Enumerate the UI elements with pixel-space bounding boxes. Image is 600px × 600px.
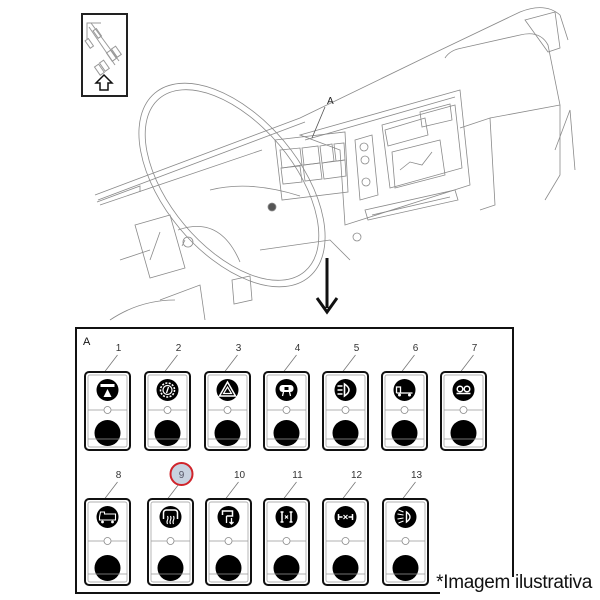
switch-number-label: 10 <box>234 470 246 481</box>
push-button[interactable] <box>215 555 242 581</box>
leader-line <box>104 354 118 373</box>
switch-12[interactable]: 12 <box>322 470 369 586</box>
switch-number-label: 3 <box>236 343 242 354</box>
switch-9[interactable]: 9 <box>147 462 194 586</box>
leader-line <box>402 481 416 500</box>
leader-line <box>164 354 178 373</box>
callout-letter: A <box>327 96 334 107</box>
switch-number-label: 8 <box>116 470 122 481</box>
rear-window-defrost-icon <box>159 506 182 528</box>
brake-system-icon <box>156 379 179 401</box>
push-button[interactable] <box>391 420 418 446</box>
indicator-led <box>341 406 350 414</box>
indicator-led <box>223 406 232 414</box>
axle-lock-icon <box>275 506 298 528</box>
switch-4[interactable]: 4 <box>263 343 310 451</box>
switch-number-label: 7 <box>472 343 478 354</box>
leader-line <box>460 354 474 373</box>
switch-number-label: 9 <box>179 470 185 481</box>
leader-line <box>342 481 356 500</box>
switch-number-label: 4 <box>295 343 301 354</box>
dashboard-illustration: A <box>94 7 576 321</box>
switch-number-label: 5 <box>354 343 360 354</box>
leader-line <box>401 354 415 373</box>
push-button[interactable] <box>157 555 184 581</box>
indicator-led <box>401 537 410 545</box>
leader-line <box>283 354 297 373</box>
indicator-led <box>103 406 112 414</box>
headlight-icon <box>334 379 357 401</box>
inter-axle-lock-icon <box>334 506 357 528</box>
leader-line <box>283 481 297 500</box>
indicator-led <box>400 406 409 414</box>
panel-label: A <box>83 336 91 348</box>
push-button[interactable] <box>94 555 121 581</box>
switch-5[interactable]: 5 <box>322 343 369 451</box>
indicator-led <box>459 406 468 414</box>
tachograph-icon <box>452 379 475 401</box>
push-button[interactable] <box>154 420 181 446</box>
orientation-inset <box>81 13 128 97</box>
highlight-circle <box>169 462 194 486</box>
truck-load-icon <box>96 506 119 528</box>
push-button[interactable] <box>94 420 121 446</box>
leader-line <box>342 354 356 373</box>
cab-tilt-warning-icon <box>96 379 119 401</box>
switch-number-label: 2 <box>176 343 182 354</box>
switch-3[interactable]: 3 <box>204 343 251 451</box>
work-light-icon <box>394 506 417 528</box>
switch-7[interactable]: 7 <box>440 343 487 451</box>
up-arrow-icon <box>94 73 114 91</box>
leader-line <box>225 481 239 500</box>
switch-6[interactable]: 6 <box>381 343 428 451</box>
switch-number-label: 1 <box>116 343 122 354</box>
indicator-led <box>163 406 172 414</box>
indicator-led <box>224 537 233 545</box>
switch-13[interactable]: 13 <box>382 470 429 586</box>
switch-2[interactable]: 2 <box>144 343 191 451</box>
leader-line <box>224 354 238 373</box>
switch-number-label: 6 <box>413 343 419 354</box>
power-takeoff-icon <box>217 506 240 528</box>
trailer-tow-icon <box>393 379 416 401</box>
hazard-warning-icon <box>216 379 239 401</box>
switch-11[interactable]: 11 <box>263 470 310 586</box>
switch-8[interactable]: 8 <box>84 470 131 586</box>
indicator-led <box>282 537 291 545</box>
push-button[interactable] <box>273 555 300 581</box>
vehicle-orientation-icon <box>84 22 123 91</box>
push-button[interactable] <box>450 420 477 446</box>
push-button[interactable] <box>332 555 359 581</box>
push-button[interactable] <box>214 420 241 446</box>
differential-lock-icon <box>275 379 298 401</box>
leader-line <box>104 481 118 500</box>
indicator-led <box>166 537 175 545</box>
image-caption: *Imagem ilustrativa <box>436 572 592 593</box>
callout-leader <box>311 106 326 139</box>
push-button[interactable] <box>392 555 419 581</box>
down-arrow-icon <box>315 258 339 315</box>
switch-number-label: 12 <box>351 470 363 481</box>
indicator-led <box>341 537 350 545</box>
switch-1[interactable]: 1 <box>84 343 131 451</box>
push-button[interactable] <box>332 420 359 446</box>
switch-10[interactable]: 10 <box>205 470 252 586</box>
push-button[interactable] <box>273 420 300 446</box>
indicator-led <box>103 537 112 545</box>
switch-number-label: 13 <box>411 470 423 481</box>
indicator-led <box>282 406 291 414</box>
switch-number-label: 11 <box>292 470 303 481</box>
